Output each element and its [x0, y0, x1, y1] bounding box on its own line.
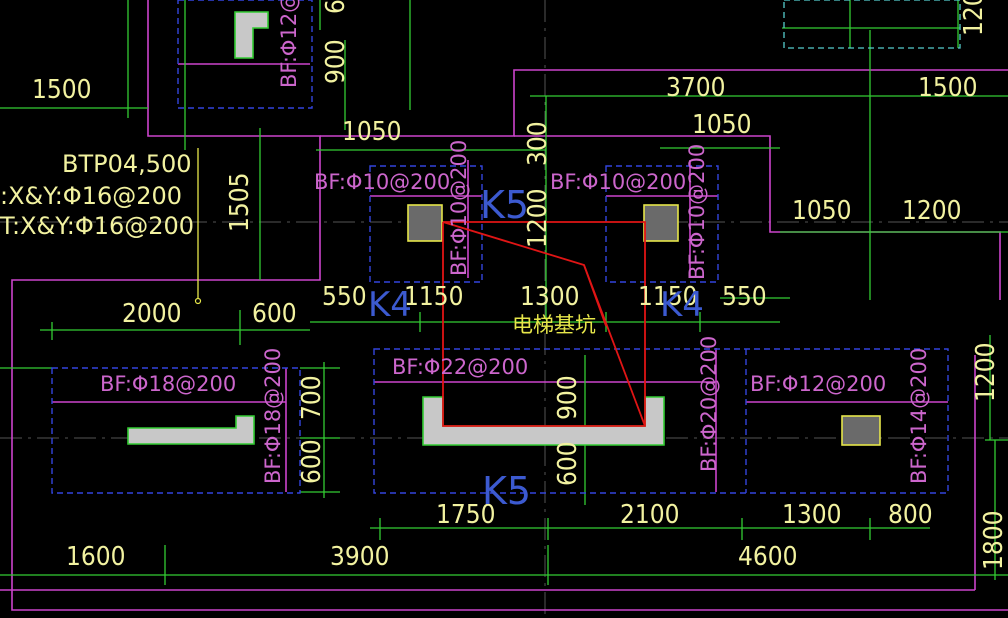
- dimension-lines: [0, 0, 1008, 585]
- dim-550-a: 550: [322, 282, 367, 312]
- dim-2000: 2000: [122, 299, 182, 329]
- dim-600-c: 600: [553, 441, 583, 486]
- column-k5-right: [643, 204, 679, 242]
- dim-1050-c: 1050: [792, 196, 852, 226]
- dim-1050-b: 1050: [692, 110, 752, 140]
- dim-900-top: 900: [321, 39, 351, 84]
- label-k5-bottom: K5: [482, 469, 531, 513]
- label-reinforcement-2: T:X&Y:Φ16@200: [0, 212, 194, 240]
- dim-1200-top-right: 1200: [959, 0, 989, 36]
- label-k5-top: K5: [480, 183, 529, 227]
- rebar-bf-phi10-b: BF:Φ10@200: [550, 170, 686, 194]
- label-reinforcement-1: :X&Y:Φ16@200: [0, 182, 182, 210]
- footing-top-right: [783, 0, 961, 49]
- label-k4-left: K4: [368, 285, 412, 325]
- footing-k5-main: [373, 348, 949, 494]
- footing-outlines: [51, 0, 961, 494]
- horizontal-dimensions: 1500 3700 1500 1050 1050 1050 1200 550 1…: [32, 73, 978, 572]
- dim-2100: 2100: [620, 500, 680, 530]
- rebar-bf-phi12: BF:Φ12@200: [750, 372, 886, 396]
- labels: BTP04,500 :X&Y:Φ16@200 T:X&Y:Φ16@200 K5 …: [0, 150, 704, 513]
- dim-1600: 1600: [66, 542, 126, 572]
- footing-left: [51, 367, 301, 494]
- dim-1300-b: 1300: [782, 500, 842, 530]
- column-k5-left: [407, 204, 443, 242]
- rebar-bf-phi18-vertical: BF:Φ18@200: [261, 348, 285, 484]
- elevator-pit-outline: [442, 221, 646, 427]
- dim-4600: 4600: [738, 542, 798, 572]
- label-btp: BTP04,500: [62, 150, 192, 178]
- dim-700: 700: [297, 375, 327, 420]
- rebar-bf-phi14-vertical: BF:Φ14@200: [907, 348, 931, 484]
- rebar-bf-phi18: BF:Φ18@200: [100, 372, 236, 396]
- elevator-pit-wall: [422, 396, 665, 446]
- dim-3900: 3900: [330, 542, 390, 572]
- rebar-bf-phi12-top: BF:Φ12@2: [277, 0, 301, 88]
- dim-1200-v: 1200: [523, 188, 553, 248]
- dim-1500-left: 1500: [32, 75, 92, 105]
- rebar-bf-phi10-a-vertical: BF:Φ10@200: [447, 140, 471, 276]
- leader: [194, 148, 202, 305]
- dim-1500-right: 1500: [918, 73, 978, 103]
- footing-k5-right: [605, 165, 719, 283]
- dim-6: 6: [321, 0, 351, 14]
- dim-600-b: 600: [297, 439, 327, 484]
- rebar-notes: BF:Φ12@2 BF:Φ10@200 BF:Φ10@200 BF:Φ10@20…: [100, 0, 931, 484]
- dim-1750: 1750: [436, 500, 496, 530]
- footing-top-left: [177, 0, 313, 109]
- column-right: [841, 415, 881, 446]
- vertical-dimensions: 6 1200 900 300 1505 1200 700 600 900 600…: [225, 0, 1008, 570]
- rebar-bf-phi22: BF:Φ22@200: [392, 355, 528, 379]
- dim-1200-right: 1200: [971, 342, 1001, 402]
- dim-600-a: 600: [252, 299, 297, 329]
- dim-1300-a: 1300: [520, 282, 580, 312]
- dim-1505: 1505: [225, 172, 255, 232]
- l-column-top: [234, 11, 269, 59]
- dim-900-center: 900: [553, 375, 583, 420]
- dim-1800: 1800: [979, 510, 1008, 570]
- label-elevator-pit: 电梯基坑: [512, 313, 596, 337]
- dim-300: 300: [523, 121, 553, 166]
- dim-1200-h: 1200: [902, 196, 962, 226]
- rebar-bf-phi20-vertical: BF:Φ20@200: [697, 336, 721, 472]
- dim-3700: 3700: [666, 73, 726, 103]
- rebar-bf-phi10-a: BF:Φ10@200: [314, 170, 450, 194]
- dim-1050-a: 1050: [342, 117, 402, 147]
- dim-1150-b: 1150: [638, 282, 698, 312]
- wall-left: [127, 415, 255, 445]
- rebar-bf-phi10-b-vertical: BF:Φ10@200: [685, 144, 709, 280]
- label-k4-right: K4: [660, 285, 704, 325]
- dim-800: 800: [888, 500, 933, 530]
- dim-1150-a: 1150: [404, 282, 464, 312]
- footing-k5-left: [369, 165, 483, 283]
- dim-550-b: 550: [722, 282, 767, 312]
